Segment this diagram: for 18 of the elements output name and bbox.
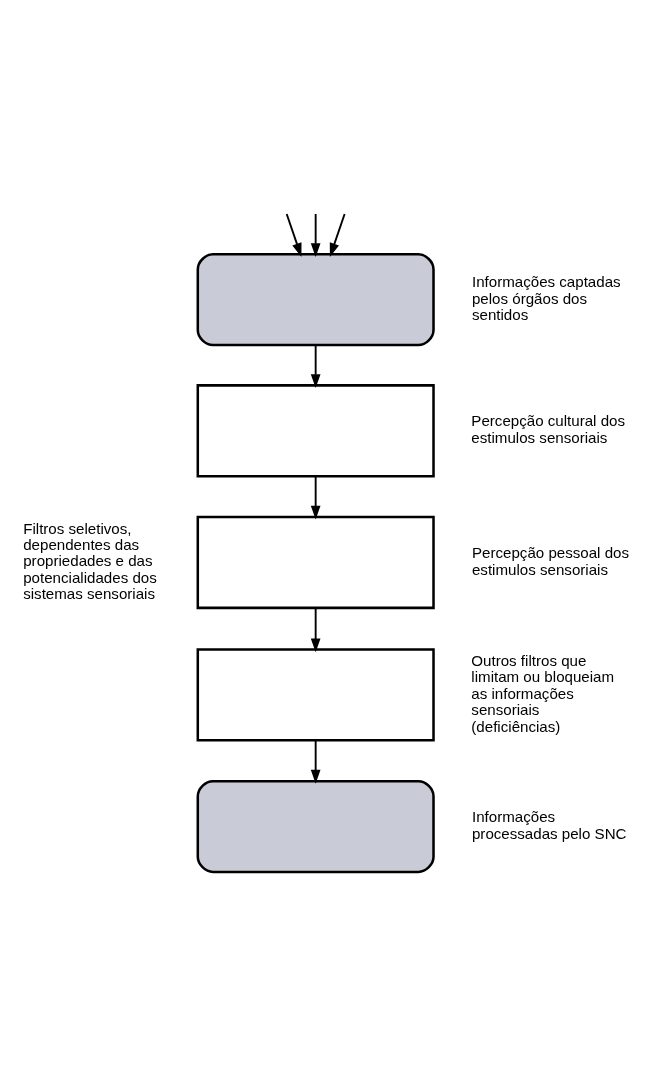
label: Filtros seletivos, dependentes das propriedades e das potencialidades dos sistemas sensoriais xyxy=(23,519,157,603)
node-label: Informações processadas pelo SNC xyxy=(471,808,627,842)
node-label: Informações captadas pelos órgãos dos sentidos xyxy=(471,273,621,323)
arrow xyxy=(329,213,346,257)
node-label: Percepção pessoal dos estimulos sensoriais xyxy=(471,544,630,578)
node-box xyxy=(196,384,435,478)
arrow xyxy=(310,607,321,653)
arrow xyxy=(310,475,321,520)
node-box xyxy=(196,515,435,610)
node-box xyxy=(196,648,435,742)
arrow xyxy=(310,213,321,258)
arrow xyxy=(285,213,302,257)
arrow xyxy=(310,344,321,389)
node-box xyxy=(196,253,435,347)
node-label: Outros filtros que limitam ou bloqueiam as informações sensoriais (deficiências) xyxy=(471,651,615,735)
node-box xyxy=(196,779,435,874)
node-label: Percepção cultural dos estimulos sensoriais xyxy=(471,412,626,446)
arrow xyxy=(310,739,321,784)
